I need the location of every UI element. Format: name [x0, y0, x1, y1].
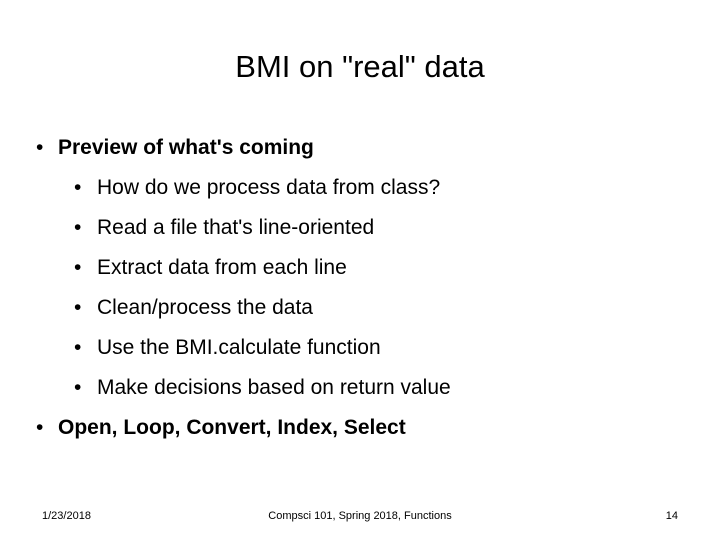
bullet-icon: • [36, 136, 44, 159]
list-item: • Make decisions based on return value [30, 368, 690, 408]
list-item: • Read a file that's line-oriented [30, 208, 690, 248]
list-item-label: Preview of what's coming [58, 136, 314, 159]
slide-footer: 1/23/2018 Compsci 101, Spring 2018, Func… [0, 506, 720, 526]
list-item-label: Use the BMI.calculate function [97, 336, 381, 359]
list-item: • Use the BMI.calculate function [30, 328, 690, 368]
footer-page-number: 14 [665, 510, 678, 522]
list-item-label: Extract data from each line [97, 256, 347, 279]
list-item-label: How do we process data from class? [97, 176, 441, 199]
list-item: • How do we process data from class? [30, 168, 690, 208]
page-title: BMI on "real" data [235, 49, 485, 84]
list-item: • Open, Loop, Convert, Index, Select [30, 408, 690, 448]
bullet-icon: • [74, 336, 82, 359]
list-item: • Clean/process the data [30, 288, 690, 328]
bullet-icon: • [74, 216, 82, 239]
footer-date: 1/23/2018 [42, 510, 91, 522]
footer-course-label: Compsci 101, Spring 2018, Functions [268, 510, 452, 522]
list-item-label: Read a file that's line-oriented [97, 216, 375, 239]
bullet-list: • Preview of what's coming • How do we p… [30, 128, 690, 448]
bullet-icon: • [74, 296, 82, 319]
list-item-label: Make decisions based on return value [97, 376, 451, 399]
bullet-icon: • [36, 416, 44, 439]
list-item-label: Clean/process the data [97, 296, 313, 319]
bullet-icon: • [74, 256, 82, 279]
bullet-icon: • [74, 376, 82, 399]
bullet-icon: • [74, 176, 82, 199]
list-item: • Preview of what's coming [30, 128, 690, 168]
list-item: • Extract data from each line [30, 248, 690, 288]
list-item-label: Open, Loop, Convert, Index, Select [58, 416, 406, 439]
